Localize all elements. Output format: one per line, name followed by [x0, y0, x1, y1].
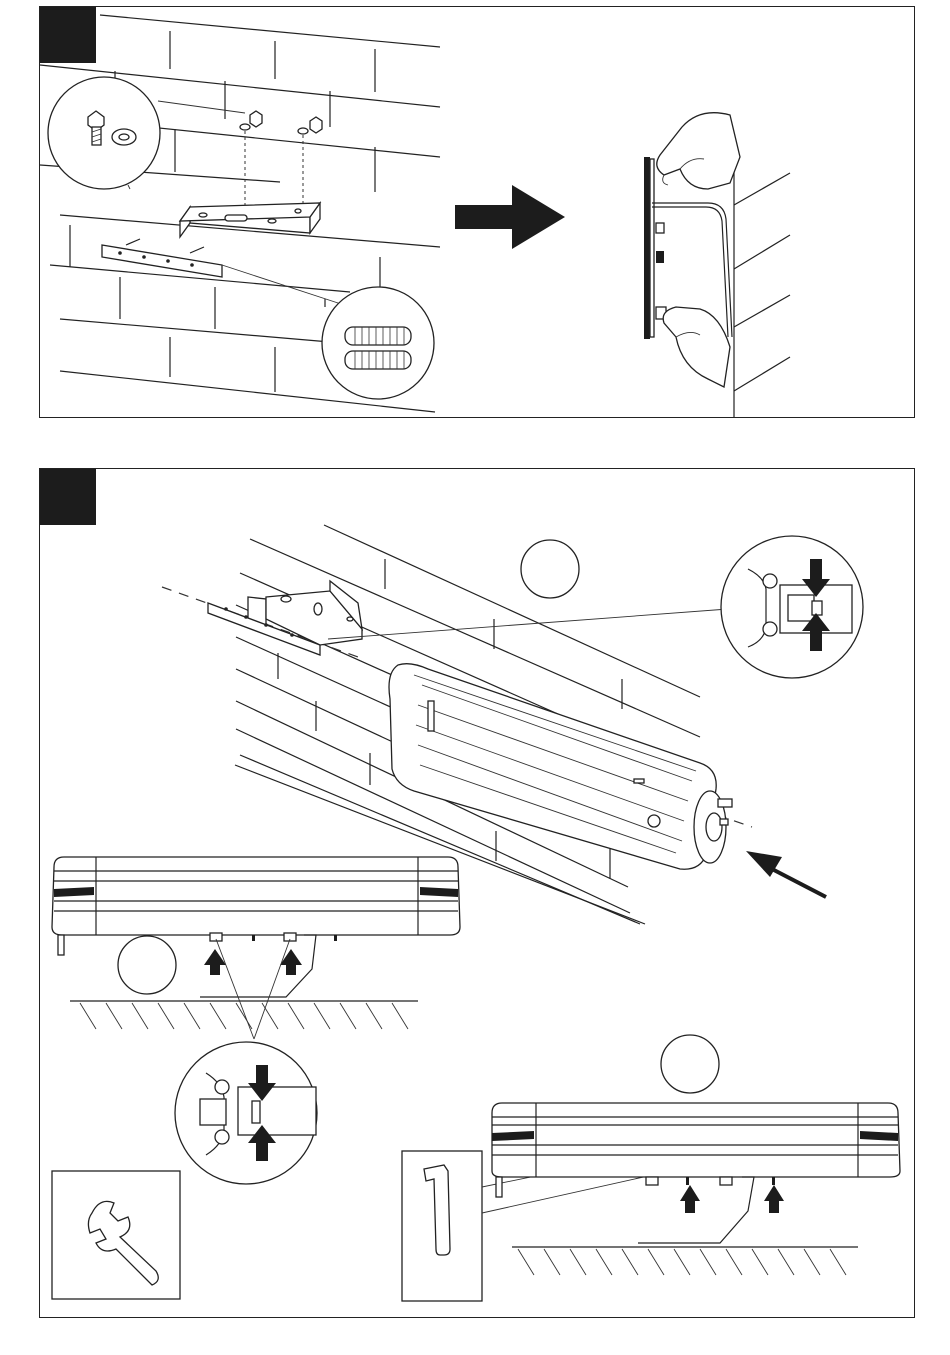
- sub-step-circle-c: [661, 1035, 719, 1093]
- bolt-icon: [240, 111, 322, 212]
- up-arrow-icon: [204, 949, 302, 975]
- step-2-illustration: [40, 469, 916, 1319]
- heater-side-view-left: [52, 857, 460, 997]
- up-arrow-icon: [680, 1185, 784, 1213]
- heater-unit: [389, 664, 732, 870]
- diagonal-arrow-icon: [746, 851, 826, 897]
- right-arrow-icon: [455, 185, 565, 249]
- ground-left: [70, 1001, 418, 1029]
- callout-line: [328, 609, 728, 639]
- step-2-panel: [39, 468, 915, 1318]
- sub-step-circle-b: [118, 936, 176, 994]
- step-1-panel: [39, 6, 915, 418]
- rail-and-bracket: [208, 581, 362, 655]
- callout-line: [254, 939, 290, 1039]
- zoom-detail-studs: [222, 265, 434, 399]
- sub-step-circle-a: [521, 540, 579, 598]
- spanner-tool-box: [52, 1171, 180, 1299]
- mounting-bracket: [180, 203, 320, 237]
- ground-right: [512, 1247, 858, 1275]
- step-1-illustration: [40, 7, 916, 419]
- zoom-detail-locking: [721, 536, 863, 678]
- heater-side-view-right: [492, 1103, 900, 1243]
- zoom-detail-locking-lower: [175, 1042, 317, 1184]
- callout-line: [216, 939, 254, 1039]
- side-view-wall: [734, 147, 790, 417]
